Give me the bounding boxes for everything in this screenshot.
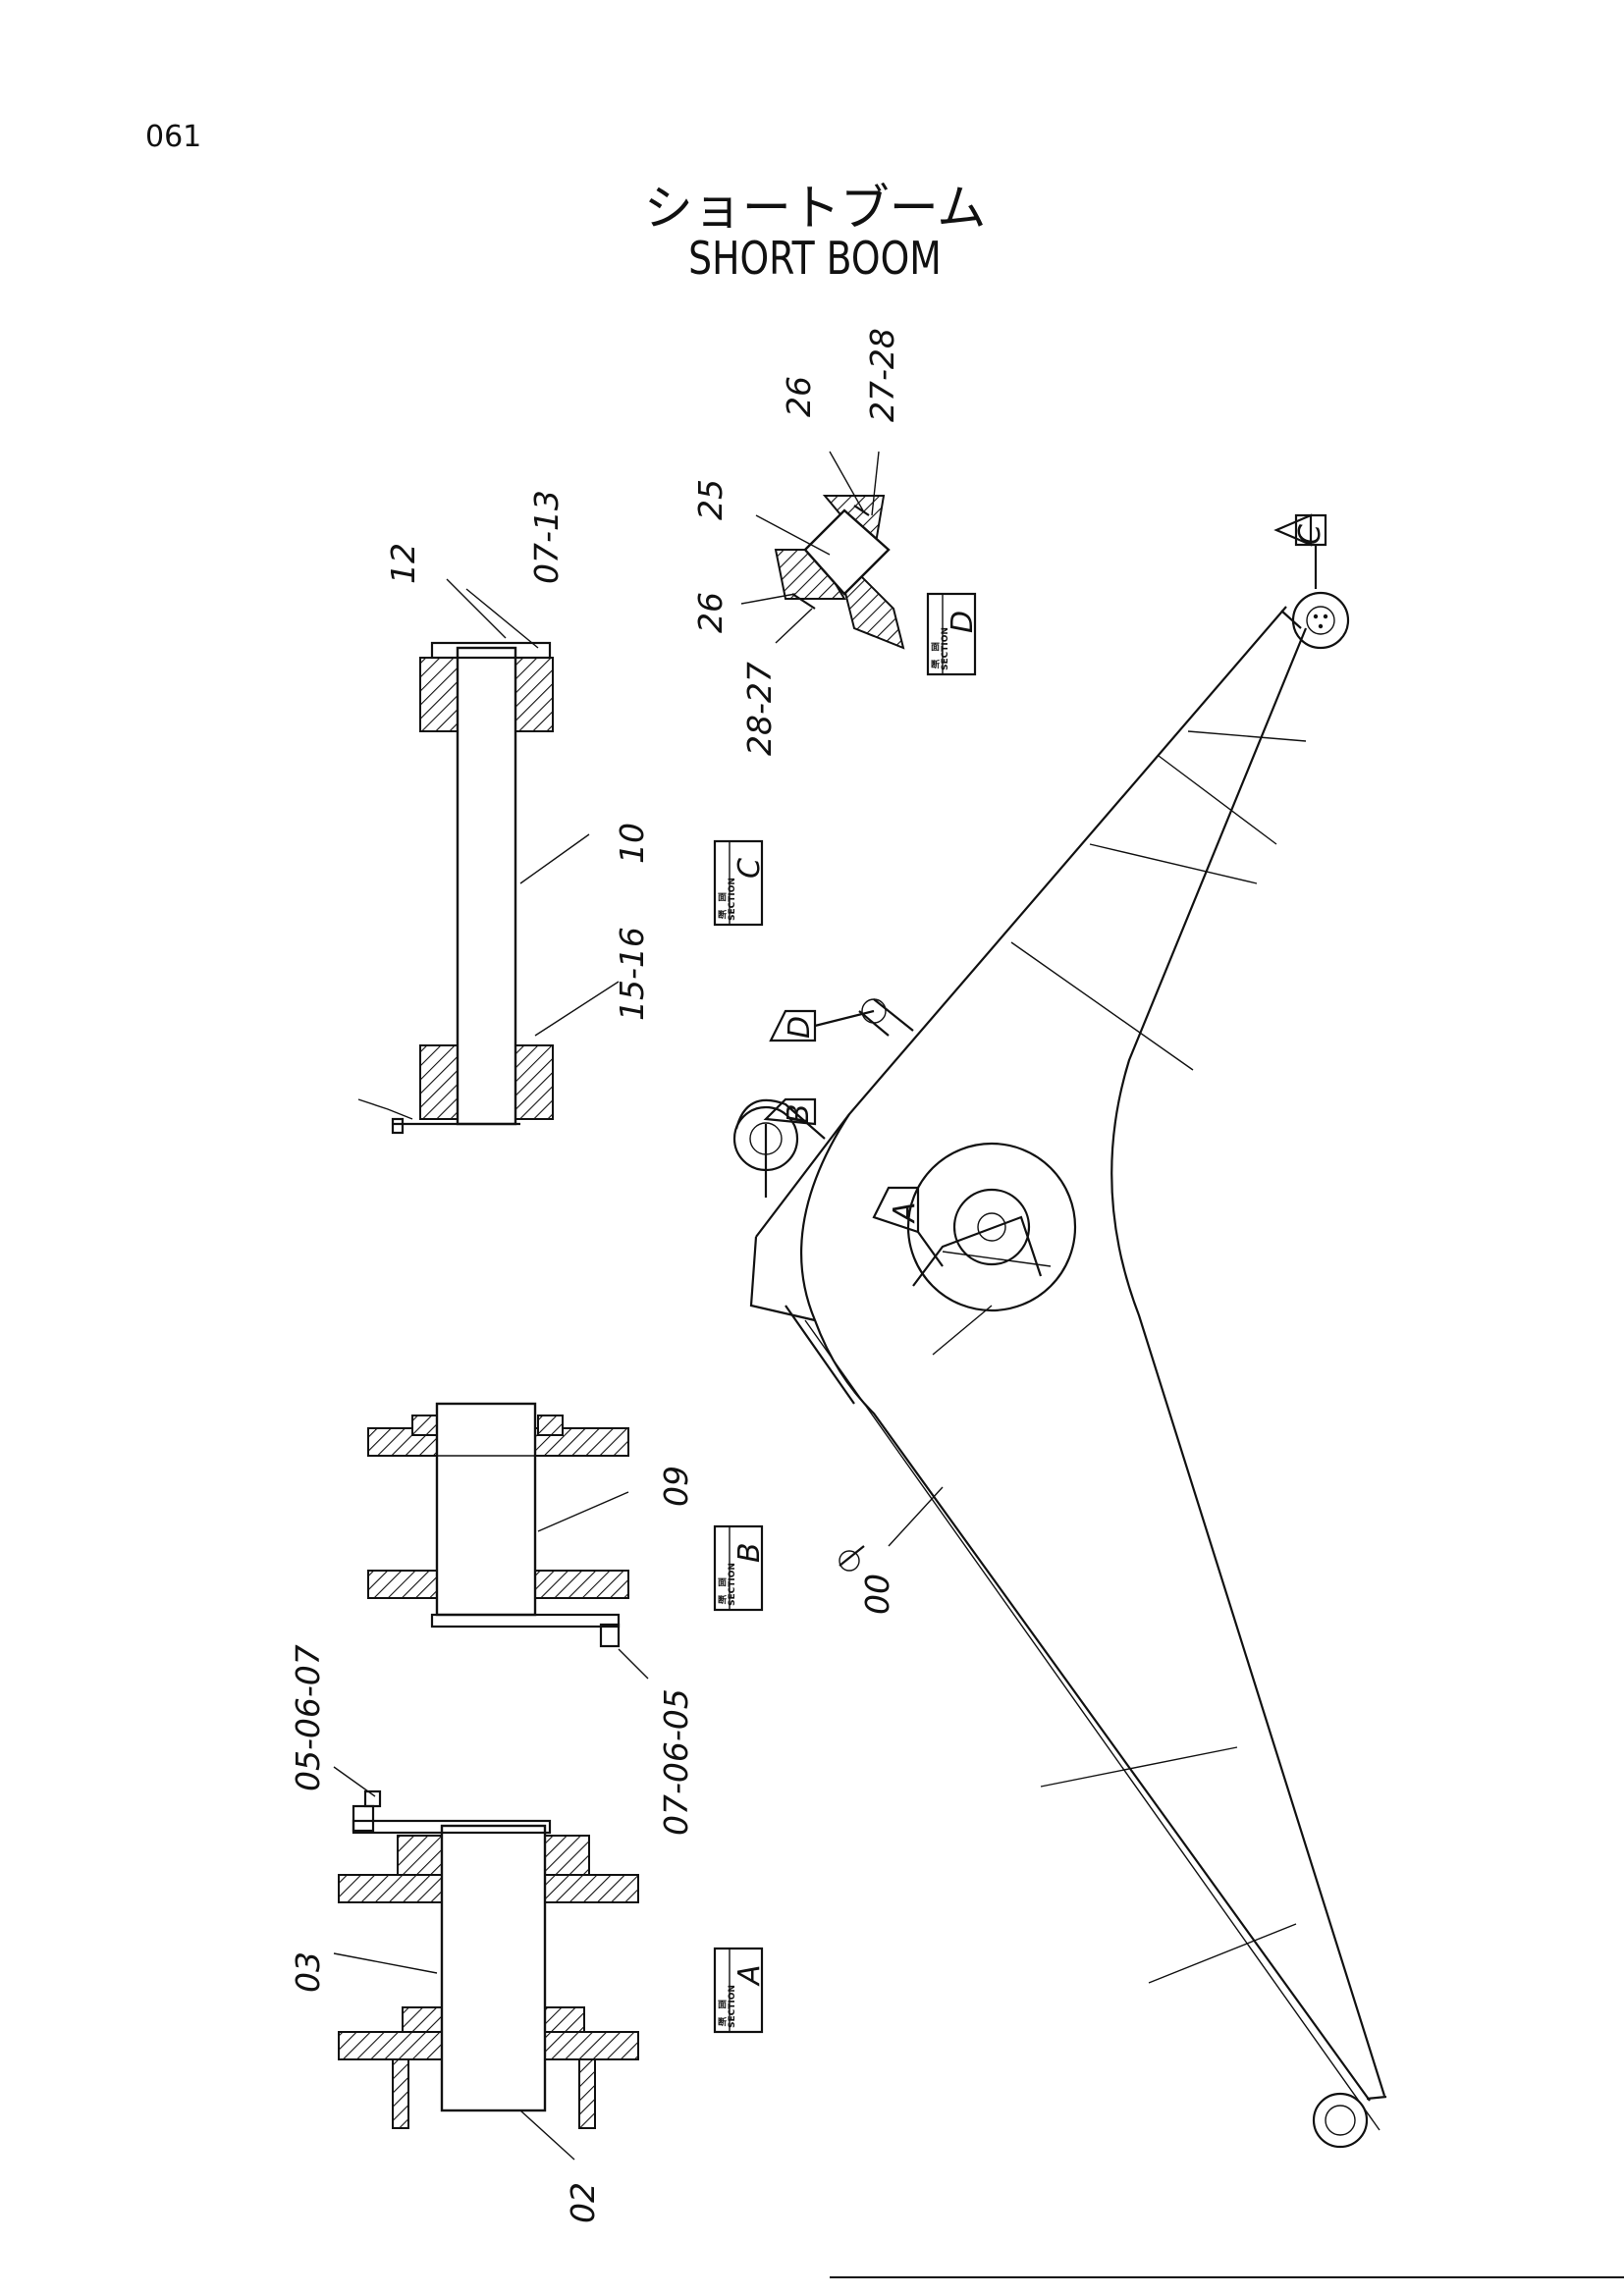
view-marker-b: B	[763, 1097, 817, 1198]
title-japanese: ショートブーム	[643, 180, 987, 237]
section-c-letter: C	[732, 858, 767, 879]
view-marker-a: A	[872, 1186, 944, 1267]
section-d-jp-2: 面	[931, 642, 940, 653]
section-b-jp-2: 面	[718, 1577, 727, 1588]
title-english: SHORT BOOM	[688, 232, 942, 285]
section-d-jp-1: 断	[931, 659, 940, 670]
part-label-26-top: 26	[780, 376, 818, 417]
view-marker-b-label: B	[782, 1103, 816, 1124]
part-label-12: 12	[384, 543, 422, 584]
section-d-letter: D	[946, 611, 980, 633]
leader-lines	[333, 451, 944, 2161]
section-a-box: 断 面 SECTION A	[713, 1947, 767, 2034]
view-marker-d: D	[769, 1009, 875, 1042]
section-b-word: SECTION	[728, 1563, 737, 1606]
section-d-box: 断 面 SECTION D	[926, 592, 980, 676]
page-number: 061	[145, 120, 202, 154]
part-label-07-06-05: 07-06-05	[657, 1688, 695, 1836]
view-marker-d-label: D	[783, 1016, 817, 1039]
section-b-drawing	[367, 1402, 629, 1648]
part-label-28-27: 28-27	[740, 662, 779, 756]
section-b-jp-1: 断	[718, 1594, 727, 1606]
section-a-drawing	[338, 1789, 639, 2129]
boom-outline	[732, 591, 1387, 2149]
section-c-jp-2: 面	[718, 892, 727, 903]
part-label-07-13: 07-13	[527, 490, 566, 584]
section-a-jp-2: 面	[718, 2000, 727, 2010]
view-marker-a-label: A	[888, 1201, 922, 1224]
section-b-box: 断 面 SECTION B	[713, 1524, 767, 1612]
section-a-jp-1: 断	[718, 2016, 727, 2028]
part-labels: 12 07-13 10 15-16 09 07-06-05 05-06-07 0…	[289, 328, 901, 2223]
part-label-09: 09	[657, 1466, 695, 1507]
section-c-jp-1: 断	[718, 909, 727, 921]
part-label-25: 25	[691, 479, 730, 520]
part-label-15-16: 15-16	[613, 927, 651, 1021]
part-label-10: 10	[613, 823, 651, 864]
part-label-02: 02	[564, 2182, 602, 2223]
section-d-drawing	[774, 495, 905, 650]
section-c-box: 断 面 SECTION C	[713, 839, 767, 927]
view-marker-c-label: C	[1293, 524, 1327, 545]
section-c-word: SECTION	[728, 878, 737, 921]
part-label-03: 03	[289, 1951, 327, 1993]
part-label-27-28: 27-28	[863, 328, 901, 422]
part-label-26-bottom: 26	[691, 592, 730, 633]
section-d-word: SECTION	[941, 627, 950, 670]
section-b-letter: B	[732, 1542, 767, 1563]
view-marker-c: C	[1273, 513, 1327, 589]
part-label-05-06-07: 05-06-07	[289, 1644, 327, 1791]
section-a-letter: A	[732, 1964, 767, 1987]
part-label-00: 00	[858, 1574, 896, 1615]
section-c-drawing	[357, 641, 554, 1135]
section-a-word: SECTION	[728, 1985, 737, 2028]
